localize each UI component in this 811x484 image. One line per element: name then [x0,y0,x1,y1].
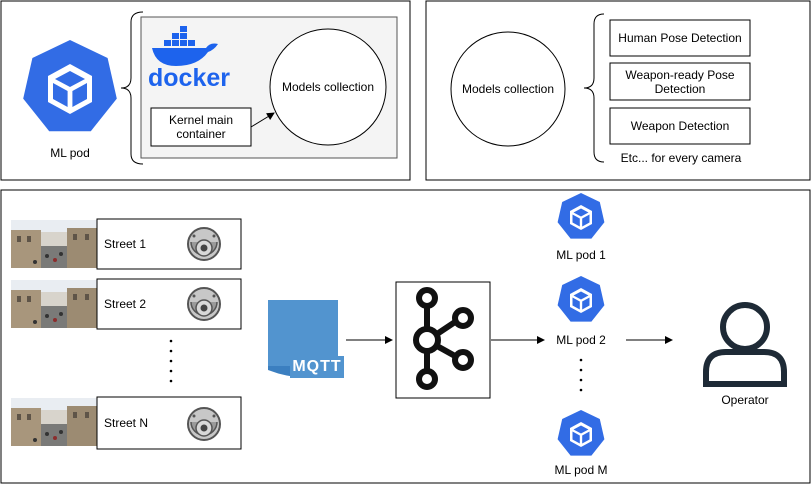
kernel-to-models-arrow [250,112,275,128]
model-label-weapon-ready-pose: Weapon-ready Pose Detection [625,67,735,96]
docker-logo-text: docker [148,64,230,92]
docker-whale-icon [152,26,218,66]
streets-ellipsis [169,339,173,383]
kernel-main-container-label: Kernel main container [168,113,234,141]
street-image-2 [11,280,97,328]
operator-icon [703,302,787,387]
model-box-1 [609,19,751,57]
ml-pod-label: ML pod [50,146,90,160]
model-box-2 [609,62,751,101]
models-collection-circle-right [450,31,566,147]
street-label-1: Street 1 [104,237,147,251]
street-image-1 [11,220,97,268]
street-label-2: Street 2 [104,297,147,311]
camera-icon-1 [187,227,221,261]
ml-pod-2-label: ML pod 2 [556,333,606,347]
mqtt-icon [268,300,344,378]
street-label-n: Street N [104,416,149,430]
models-collection-label-right: Models collection [461,82,555,96]
camera-icon-2 [187,287,221,321]
ml-pod-1-label: ML pod 1 [556,248,606,262]
models-collection-label-left: Models collection [281,80,375,94]
models-footer-note: Etc... for every camera [620,151,742,165]
kafka-box [395,281,491,399]
street-image-n [11,398,97,446]
right-brace [583,13,605,163]
model-box-3 [609,107,751,145]
ml-pod-m-label: ML pod M [554,463,608,477]
left-brace [120,11,144,165]
camera-icon-n [187,407,221,441]
operator-label: Operator [721,393,769,407]
models-collection-circle-left [269,28,387,146]
kafka-icon [413,287,474,390]
pods-ellipsis [579,358,583,392]
model-label-weapon-detection: Weapon Detection [630,119,730,133]
model-label-human-pose: Human Pose Detection [618,31,742,45]
mqtt-label: MQTT [292,358,342,375]
kernel-main-container-box [150,107,252,147]
